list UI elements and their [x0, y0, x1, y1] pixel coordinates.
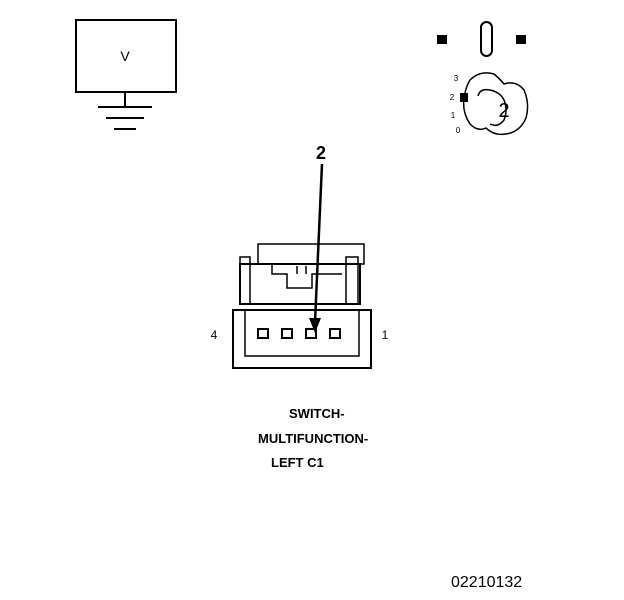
knob-position-1: 1: [451, 111, 456, 120]
caption-line-3: LEFT C1: [271, 455, 324, 470]
connector-lower-housing: [232, 309, 372, 369]
ground-icon: [98, 106, 152, 130]
voltmeter-symbol: V: [120, 48, 130, 64]
connector-lower-inner: [244, 310, 360, 357]
knob-position-2: 2: [450, 93, 455, 102]
voltmeter: V: [75, 19, 177, 130]
caption-line-2: MULTIFUNCTION-: [258, 431, 368, 446]
caption-line-1: SWITCH-: [289, 406, 345, 421]
knob-inner: [477, 88, 507, 127]
connector-c1: 4 1: [211, 243, 389, 369]
figure-id: 02210132: [451, 574, 522, 591]
knob-outline: [462, 72, 529, 136]
key-slot-center: [480, 21, 493, 57]
knob-position-3: 3: [454, 74, 459, 83]
connector-pin-cavity-2: [305, 328, 317, 339]
connector-pin-cavity-3: [281, 328, 293, 339]
pin-label-right: 1: [382, 328, 389, 342]
knob-position-0: 0: [456, 126, 461, 135]
connector-right-ear: [345, 256, 359, 305]
connector-top-tab: [257, 243, 365, 265]
knob-position-marker: [460, 93, 468, 102]
probe-arrow-head: [309, 318, 321, 333]
connector-latch: [271, 264, 342, 289]
key-slot-left: [437, 35, 447, 44]
key-slot-right: [516, 35, 526, 44]
connector-pin-cavity-1: [329, 328, 341, 339]
connector-pin-cavity-4: [257, 328, 269, 339]
ignition-key-icon: 3 2 1 0 2: [437, 21, 529, 136]
connector-caption: SWITCH- MULTIFUNCTION- LEFT C1: [258, 406, 368, 470]
connector-upper-housing: [239, 263, 361, 305]
probe-arrow-line: [313, 163, 324, 323]
probe-callout-label: 2: [316, 143, 326, 163]
pin-label-left: 4: [211, 328, 218, 342]
connector-left-ear: [239, 256, 251, 305]
knob-number: 2: [498, 100, 509, 122]
probe-callout: 2: [309, 143, 326, 333]
